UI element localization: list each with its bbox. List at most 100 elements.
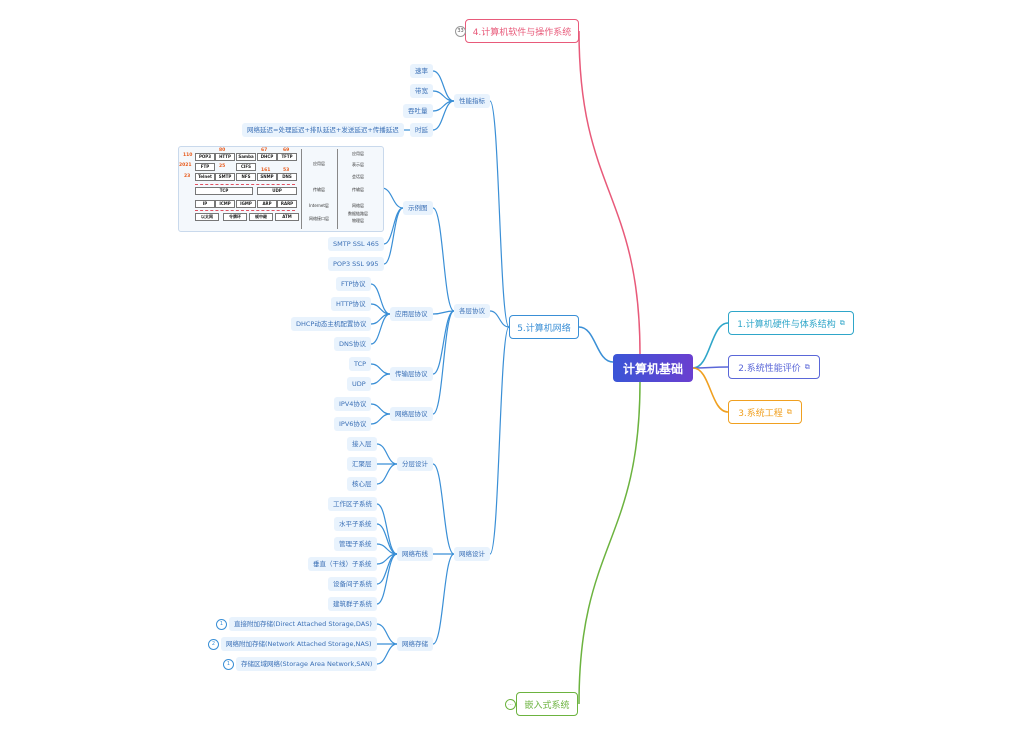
layer-label: 传输层	[313, 187, 325, 192]
ssl-smtp[interactable]: SMTP SSL 465	[328, 237, 385, 251]
cabling-item[interactable]: 管理子系统	[334, 537, 377, 551]
connector-line	[376, 623, 398, 645]
port-number: 69	[283, 148, 290, 153]
app-protocol-item[interactable]: DHCP动态主机配置协议	[291, 317, 372, 331]
priority-badge: 2	[208, 639, 219, 650]
connector-line	[432, 553, 455, 645]
branch-label: 嵌入式系统	[524, 700, 570, 711]
layer-label: 应用层	[352, 151, 364, 156]
group-performance[interactable]: 性能指标	[454, 94, 490, 108]
storage-item[interactable]: 存储区域网络(Storage Area Network,SAN)	[236, 657, 378, 671]
connector-line	[370, 403, 391, 415]
group-layered-design[interactable]: 分层设计	[397, 457, 433, 471]
storage-item[interactable]: 直接附加存储(Direct Attached Storage,DAS)	[229, 617, 377, 631]
branch-right-1[interactable]: 1.计算机硬件与体系结构⧉	[728, 311, 854, 335]
layer-item[interactable]: 汇聚层	[347, 457, 377, 471]
copy-icon: ⧉	[839, 318, 845, 327]
layer-label: 网络接口层	[309, 216, 329, 221]
collapse-count-badge[interactable]: 33	[455, 26, 466, 37]
perf-item[interactable]: 带宽	[410, 84, 433, 98]
port-number: 23	[184, 174, 191, 179]
branch-network[interactable]: 5.计算机网络	[509, 315, 579, 339]
group-storage[interactable]: 网络存储	[397, 637, 433, 651]
protocol-cell: IGMP	[236, 200, 256, 208]
perf-item[interactable]: 吞吐量	[403, 104, 433, 118]
app-protocol-item[interactable]: DNS协议	[334, 337, 371, 351]
group-transport-protocols[interactable]: 传输层协议	[390, 367, 433, 381]
group-network-protocols[interactable]: 网络层协议	[390, 407, 433, 421]
connector-line	[370, 373, 391, 385]
protocol-cell: TFTP	[277, 153, 297, 161]
perf-item[interactable]: 时延	[410, 123, 433, 137]
connector-line	[370, 413, 391, 425]
network-protocol-item[interactable]: IPV6协议	[334, 417, 372, 431]
branch-software-os[interactable]: 4.计算机软件与操作系统	[465, 19, 579, 43]
connector-line	[432, 310, 455, 415]
protocol-cell: ICMP	[215, 200, 235, 208]
protocol-cell: 以太网	[195, 213, 219, 221]
connector-line	[370, 313, 391, 345]
connector-line	[489, 326, 510, 555]
protocol-cell: DHCP	[257, 153, 277, 161]
connector-line	[489, 310, 510, 328]
port-number: 110	[183, 153, 193, 158]
protocol-cell: Samba	[236, 153, 256, 161]
protocol-cell: RARP	[277, 200, 297, 208]
delay-formula[interactable]: 网络延迟=处理延迟+排队延迟+发送延迟+传播延迟	[242, 123, 404, 137]
layer-item[interactable]: 接入层	[347, 437, 377, 451]
collapse-more-badge[interactable]: ...	[505, 699, 516, 710]
protocol-cell: SMTP	[215, 173, 235, 181]
app-protocol-item[interactable]: FTP协议	[336, 277, 371, 291]
group-design[interactable]: 网络设计	[454, 547, 490, 561]
cabling-item[interactable]: 垂直（干线）子系统	[308, 557, 377, 571]
transport-protocol-item[interactable]: UDP	[347, 377, 371, 391]
connector-line	[383, 207, 404, 265]
connector-line	[370, 363, 391, 375]
branch-embedded[interactable]: 嵌入式系统	[516, 692, 578, 716]
protocol-cell: Telnet	[195, 173, 215, 181]
connector-line	[432, 207, 455, 312]
layer-label: 物理层	[352, 218, 364, 223]
group-protocols[interactable]: 各层协议	[454, 304, 490, 318]
layer-label: 应用层	[313, 161, 325, 166]
connector-line	[489, 100, 510, 328]
port-number: 161	[261, 168, 271, 173]
protocol-cell: 帧中继	[249, 213, 273, 221]
cabling-item[interactable]: 建筑群子系统	[328, 597, 377, 611]
cabling-item[interactable]: 水平子系统	[334, 517, 377, 531]
divider	[195, 184, 295, 185]
cabling-item[interactable]: 工作区子系统	[328, 497, 377, 511]
priority-badge: 1	[223, 659, 234, 670]
root-node[interactable]: 计算机基础	[613, 354, 693, 382]
protocol-cell: UDP	[257, 187, 297, 195]
storage-item[interactable]: 网络附加存储(Network Attached Storage,NAS)	[221, 637, 377, 651]
protocol-cell: FTP	[195, 163, 215, 171]
branch-right-2[interactable]: 2.系统性能评价⧉	[728, 355, 820, 379]
connector-line	[376, 443, 398, 465]
perf-item[interactable]: 速率	[410, 64, 433, 78]
group-diagram[interactable]: 示例图	[403, 201, 433, 215]
group-cabling[interactable]: 网络布线	[397, 547, 433, 561]
protocol-cell: IP	[195, 200, 215, 208]
protocol-cell: NFS	[236, 173, 256, 181]
port-number: 2021	[179, 163, 192, 168]
ssl-pop3[interactable]: POP3 SSL 995	[328, 257, 384, 271]
protocol-cell: DNS	[277, 173, 297, 181]
branch-label: 4.计算机软件与操作系统	[472, 27, 572, 38]
transport-protocol-item[interactable]: TCP	[349, 357, 372, 371]
connector-line	[692, 367, 729, 413]
group-app-protocols[interactable]: 应用层协议	[390, 307, 433, 321]
app-protocol-item[interactable]: HTTP协议	[331, 297, 371, 311]
layer-label: 网络层	[352, 203, 364, 208]
layer-item[interactable]: 核心层	[347, 477, 377, 491]
network-protocol-item[interactable]: IPV4协议	[334, 397, 372, 411]
copy-icon: ⧉	[804, 362, 810, 371]
connector-line	[432, 310, 455, 315]
layer-label: 会话层	[352, 174, 364, 179]
connector-line	[376, 553, 398, 605]
branch-label: 3.系统工程	[738, 408, 783, 419]
protocol-cell: HTTP	[215, 153, 235, 161]
cabling-item[interactable]: 设备间子系统	[328, 577, 377, 591]
branch-right-3[interactable]: 3.系统工程⧉	[728, 400, 802, 424]
